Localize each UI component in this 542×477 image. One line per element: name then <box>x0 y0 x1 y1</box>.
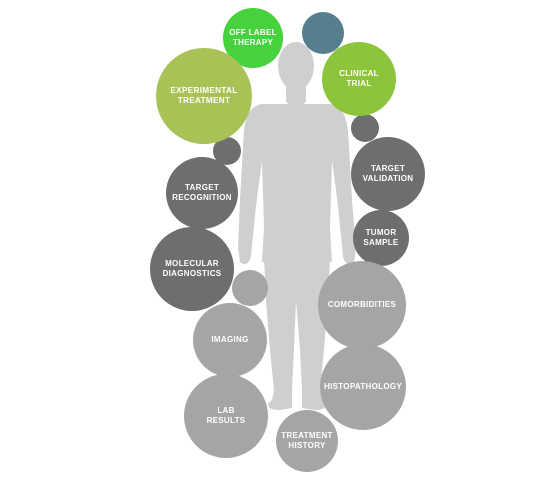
decorative-circle-teal <box>302 12 344 54</box>
bubble-treatment-history: TREATMENT HISTORY <box>276 410 338 472</box>
bubble-lab-results: LAB RESULTS <box>184 374 268 458</box>
bubble-target-validation: TARGET VALIDATION <box>351 137 425 211</box>
bubble-target-recognition: TARGET RECOGNITION <box>166 157 238 229</box>
bubble-clinical-trial: CLINICAL TRIAL <box>322 42 396 116</box>
decorative-circle-small-right <box>351 114 379 142</box>
bubble-tumor-sample: TUMOR SAMPLE <box>353 210 409 266</box>
decorative-circle-mid-left <box>232 270 268 306</box>
bubble-histopathology: HISTOPATHOLOGY <box>320 344 406 430</box>
bubble-experimental-treatment: EXPERIMENTAL TREATMENT <box>156 48 252 144</box>
bubble-imaging: IMAGING <box>193 303 267 377</box>
bubble-molecular-diagnostics: MOLECULAR DIAGNOSTICS <box>150 227 234 311</box>
bubble-comorbidities: COMORBIDITIES <box>318 261 406 349</box>
